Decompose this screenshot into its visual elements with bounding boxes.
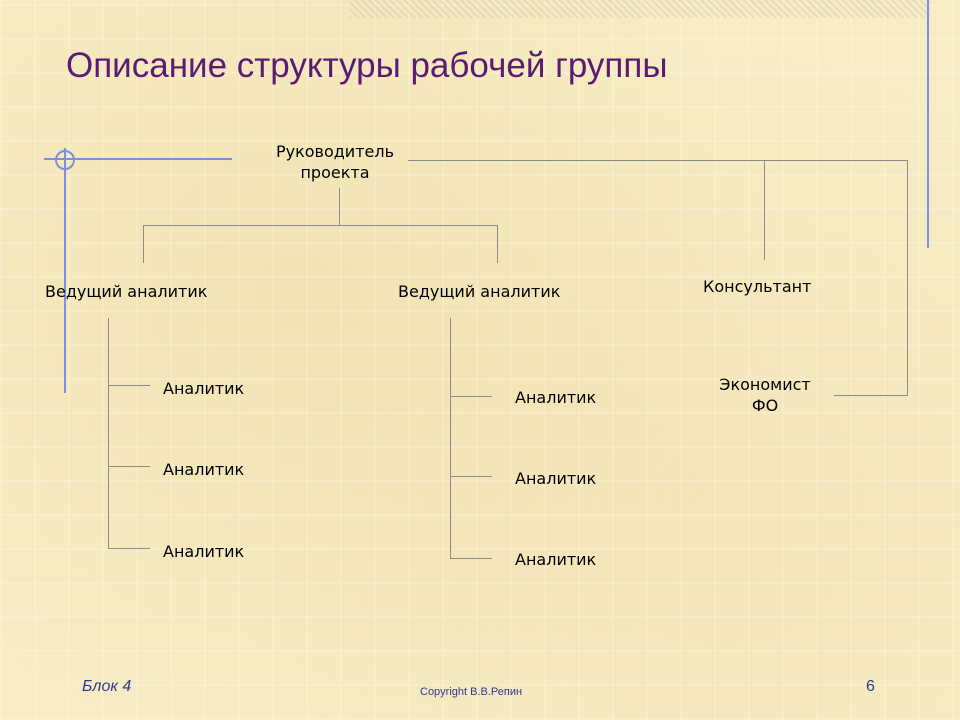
footer-page-number: 6 (866, 678, 875, 695)
node-analyst-right-2: Аналитик (515, 469, 597, 488)
connector-to-consultant (764, 160, 765, 260)
node-analyst-left-3: Аналитик (163, 542, 245, 561)
connector-to-economist (907, 160, 908, 396)
connector-to-lead-right (497, 225, 498, 263)
node-project-manager-line1: Руководитель (275, 142, 395, 161)
connector-head-to-right (408, 160, 908, 161)
decor-line-right-vertical (927, 0, 929, 248)
connector-right-analyst-1 (450, 396, 492, 397)
connector-to-lead-left (143, 225, 144, 263)
connector-left-analyst-1 (108, 385, 150, 386)
node-economist-line2: ФО (751, 396, 779, 415)
node-analyst-right-3: Аналитик (515, 550, 597, 569)
connector-left-analyst-2 (108, 466, 150, 467)
connector-leads-bar (143, 225, 498, 226)
decor-line-horizontal (44, 158, 232, 160)
node-analyst-left-1: Аналитик (163, 379, 245, 398)
node-project-manager: Руководитель проекта (260, 141, 410, 183)
node-consultant: Консультант (703, 277, 812, 296)
connector-right-branch (450, 318, 451, 559)
connector-economist-stub (834, 395, 908, 396)
node-analyst-right-1: Аналитик (515, 388, 597, 407)
decor-circle-icon (55, 150, 75, 170)
slide-title: Описание структуры рабочей группы (66, 46, 668, 85)
connector-right-analyst-3 (450, 558, 492, 559)
node-lead-analyst-left: Ведущий аналитик (45, 282, 208, 301)
node-economist: Экономист ФО (700, 374, 830, 416)
footer-block-label: Блок 4 (82, 678, 132, 695)
node-project-manager-line2: проекта (300, 163, 370, 182)
node-analyst-left-2: Аналитик (163, 460, 245, 479)
node-economist-line1: Экономист (719, 375, 811, 394)
header-texture (350, 0, 930, 18)
connector-head-down (339, 188, 340, 225)
node-lead-analyst-right: Ведущий аналитик (398, 282, 561, 301)
decor-line-left-vertical (64, 148, 66, 393)
footer-copyright: Copyright В.В.Репин (420, 686, 523, 698)
connector-right-analyst-2 (450, 476, 492, 477)
connector-left-analyst-3 (108, 548, 150, 549)
connector-left-branch (108, 318, 109, 549)
